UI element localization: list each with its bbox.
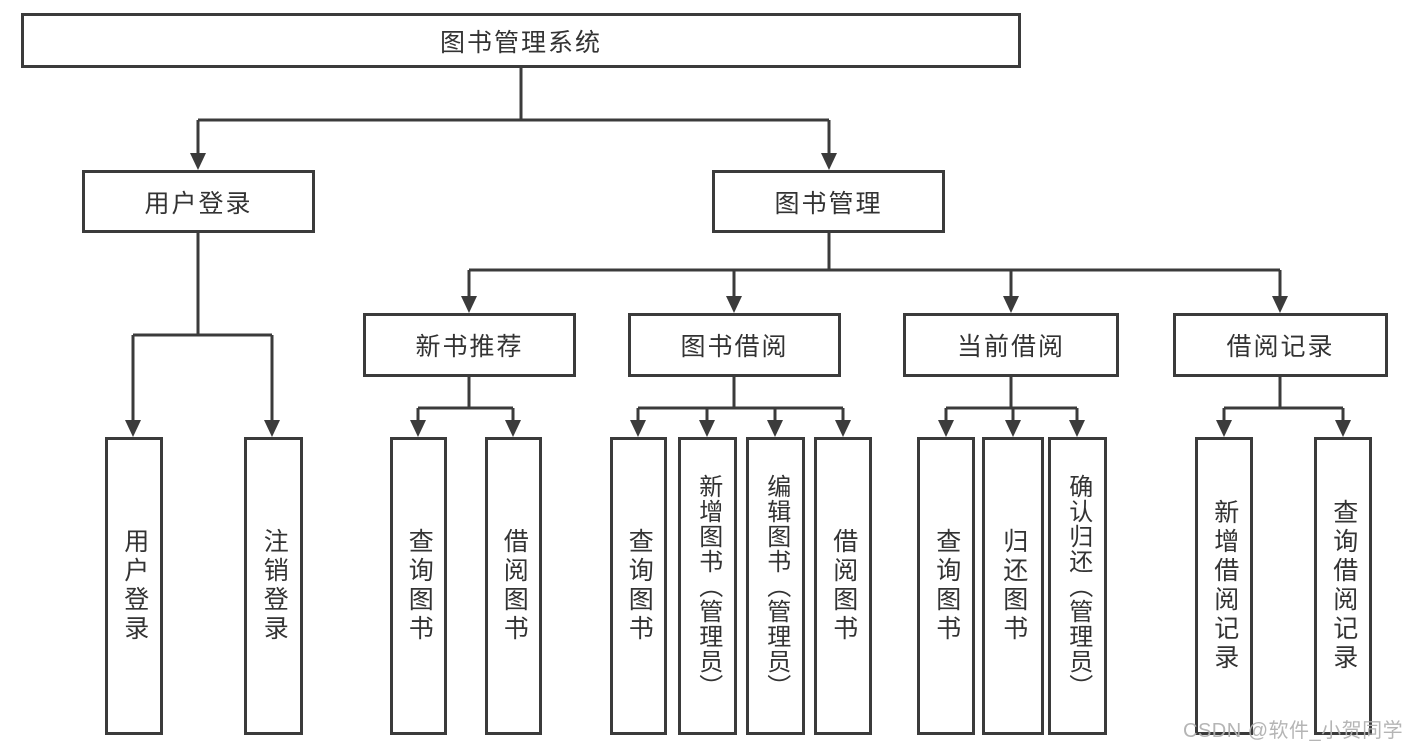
arrowhead-icon bbox=[1216, 420, 1232, 437]
arrowhead-icon bbox=[1003, 296, 1019, 313]
connector-new-book-branch bbox=[416, 377, 515, 423]
arrowhead-icon bbox=[1272, 296, 1288, 313]
leaf-add-book-admin: 新增图书（管理员） bbox=[678, 437, 737, 735]
node-user-login: 用户登录 bbox=[82, 170, 315, 233]
arrowhead-icon bbox=[767, 420, 783, 437]
arrowhead-icon bbox=[630, 420, 646, 437]
leaf-query-book-recommend: 查询图书 bbox=[390, 437, 447, 735]
node-borrow-record: 借阅记录 bbox=[1173, 313, 1388, 377]
leaf-add-borrow-record: 新增借阅记录 bbox=[1195, 437, 1253, 735]
arrowhead-icon bbox=[938, 420, 954, 437]
arrowhead-icon bbox=[699, 420, 715, 437]
arrowhead-icon bbox=[264, 420, 280, 437]
node-root-system: 图书管理系统 bbox=[21, 13, 1021, 68]
leaf-confirm-return-admin: 确认归还（管理员） bbox=[1048, 437, 1107, 735]
connector-user-login-branch bbox=[131, 233, 274, 423]
leaf-user-login: 用户登录 bbox=[105, 437, 163, 735]
arrowhead-icon bbox=[505, 420, 521, 437]
arrowhead-icon bbox=[726, 296, 742, 313]
connector-root-branch bbox=[196, 68, 831, 156]
arrowhead-icon bbox=[1005, 420, 1021, 437]
node-new-book-recommend: 新书推荐 bbox=[363, 313, 576, 377]
node-current-borrow: 当前借阅 bbox=[903, 313, 1119, 377]
node-book-management: 图书管理 bbox=[712, 170, 945, 233]
arrowhead-icon bbox=[821, 153, 837, 170]
leaf-logout: 注销登录 bbox=[244, 437, 303, 735]
arrowhead-icon bbox=[1069, 420, 1085, 437]
arrowhead-icon bbox=[1335, 420, 1351, 437]
arrowhead-icon bbox=[125, 420, 141, 437]
connector-borrow-record-branch bbox=[1222, 377, 1345, 423]
connector-current-borrow-branch bbox=[944, 377, 1079, 423]
arrowhead-icon bbox=[461, 296, 477, 313]
leaf-edit-book-admin: 编辑图书（管理员） bbox=[746, 437, 805, 735]
arrowhead-icon bbox=[835, 420, 851, 437]
connector-book-borrow-branch bbox=[636, 377, 845, 423]
arrowhead-icon bbox=[190, 153, 206, 170]
node-book-borrow: 图书借阅 bbox=[628, 313, 841, 377]
leaf-borrow-book-recommend: 借阅图书 bbox=[485, 437, 542, 735]
leaf-query-book-borrow: 查询图书 bbox=[610, 437, 667, 735]
connector-book-management-branch bbox=[467, 233, 1282, 299]
leaf-borrow-book: 借阅图书 bbox=[814, 437, 872, 735]
leaf-query-book-current: 查询图书 bbox=[917, 437, 975, 735]
leaf-return-book: 归还图书 bbox=[982, 437, 1044, 735]
csdn-watermark: CSDN @软件_小贺同学 bbox=[1183, 720, 1404, 742]
arrowhead-icon bbox=[410, 420, 426, 437]
leaf-query-borrow-record: 查询借阅记录 bbox=[1314, 437, 1372, 735]
